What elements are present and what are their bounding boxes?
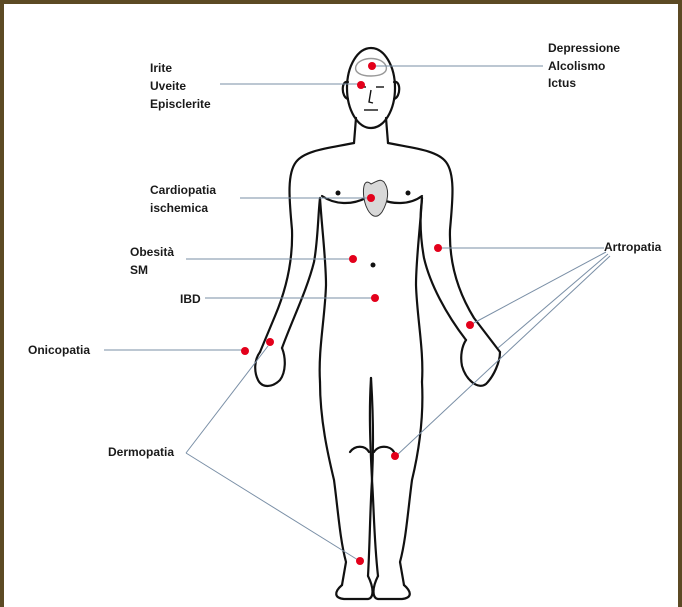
dot-foot <box>356 557 364 565</box>
left-leg-outer <box>320 382 346 585</box>
leader-dermopatia-hand <box>186 346 268 453</box>
dot-brain <box>368 62 376 70</box>
dot-eye <box>357 81 365 89</box>
torso-left-side <box>320 198 326 382</box>
body-outline <box>255 48 500 599</box>
leader-artropatia-knee <box>396 256 610 456</box>
dot-hand <box>266 338 274 346</box>
label-ischemica: ischemica <box>150 199 208 217</box>
left-foot <box>336 576 372 599</box>
right-hand <box>461 340 500 386</box>
label-alcolismo: Alcolismo <box>548 57 605 75</box>
right-nipple <box>406 191 411 196</box>
label-dermopatia: Dermopatia <box>108 443 174 461</box>
label-uveite: Uveite <box>150 77 186 95</box>
left-nipple <box>336 191 341 196</box>
right-knee <box>374 447 394 452</box>
dot-heart <box>367 194 375 202</box>
dot-nail <box>241 347 249 355</box>
right-foot <box>374 576 410 599</box>
label-depressione: Depressione <box>548 39 620 57</box>
leader-lines <box>104 66 610 560</box>
label-sm: SM <box>130 261 148 279</box>
nose <box>369 90 373 103</box>
dot-elbow <box>434 244 442 252</box>
head-outline <box>347 48 395 128</box>
left-hand <box>255 348 285 386</box>
label-irite: Irite <box>150 59 172 77</box>
label-artropatia: Artropatia <box>604 238 661 256</box>
left-pectoral <box>322 196 366 203</box>
dot-abdomen <box>349 255 357 263</box>
dot-wrist <box>466 321 474 329</box>
right-arm-inner <box>421 198 466 340</box>
right-leg-outer <box>400 382 422 585</box>
label-cardiopatia: Cardiopatia <box>150 181 216 199</box>
right-leg-inner <box>370 378 378 576</box>
label-onicopatia: Onicopatia <box>28 341 90 359</box>
label-episclerite: Episclerite <box>150 95 211 113</box>
label-ibd: IBD <box>180 290 201 308</box>
navel <box>371 263 376 268</box>
left-arm-outer <box>260 143 354 352</box>
label-obesita: Obesità <box>130 243 174 261</box>
dot-knee <box>391 452 399 460</box>
left-knee <box>350 447 369 452</box>
dot-ibd <box>371 294 379 302</box>
label-ictus: Ictus <box>548 74 576 92</box>
